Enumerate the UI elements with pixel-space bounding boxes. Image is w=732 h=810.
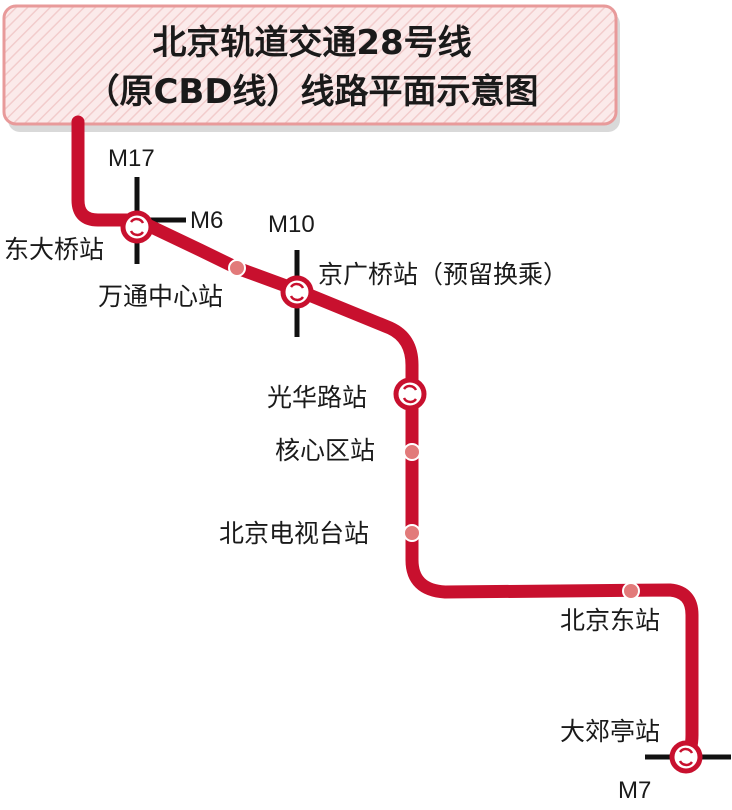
label-hexinqu: 核心区站 — [275, 436, 375, 465]
station-hexinqu[interactable] — [403, 443, 421, 461]
label-dajiaoting: 大郊亭站 — [560, 717, 660, 746]
label-m17: M17 — [108, 145, 155, 172]
interchange-dajiaoting[interactable] — [669, 740, 703, 774]
station-wantong[interactable] — [228, 259, 246, 277]
title-box: 北京轨道交通28号线 （原CBD线）线路平面示意图 — [2, 4, 620, 132]
label-beijingdianshitai: 北京电视台站 — [219, 519, 369, 548]
title-line2: （原CBD线）线路平面示意图 — [85, 72, 538, 112]
interchange-guanghualu[interactable] — [393, 377, 427, 411]
label-dongdaqiao: 东大桥站 — [4, 235, 104, 264]
station-beijingdianshitai[interactable] — [403, 524, 421, 542]
label-jingguangqiao: 京广桥站（预留换乘） — [318, 260, 568, 289]
label-m7: M7 — [618, 777, 651, 804]
label-m10: M10 — [268, 211, 315, 238]
label-m6: M6 — [190, 207, 223, 234]
route-line-28 — [71, 115, 699, 764]
interchange-jingguangqiao[interactable] — [280, 275, 314, 309]
label-beijingdong: 北京东站 — [560, 606, 660, 635]
label-guanghualu: 光华路站 — [267, 383, 367, 412]
title-line1: 北京轨道交通28号线 — [152, 23, 471, 63]
label-wantong: 万通中心站 — [98, 282, 223, 311]
station-beijingdong[interactable] — [622, 582, 640, 600]
interchange-dongdaqiao[interactable] — [120, 210, 154, 244]
